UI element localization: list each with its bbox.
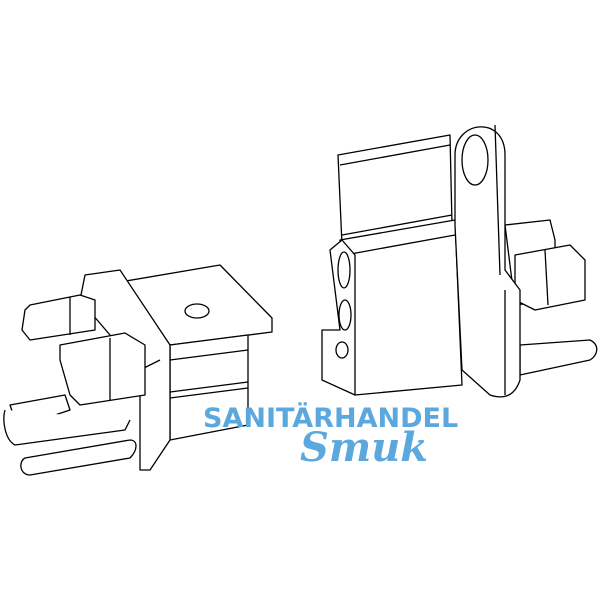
watermark-brand-line2: Smuk bbox=[300, 424, 429, 471]
watermark-brand-line1: SANITÄRHANDEL bbox=[203, 403, 459, 434]
right-part bbox=[321, 124, 598, 398]
left-part bbox=[3, 264, 273, 476]
